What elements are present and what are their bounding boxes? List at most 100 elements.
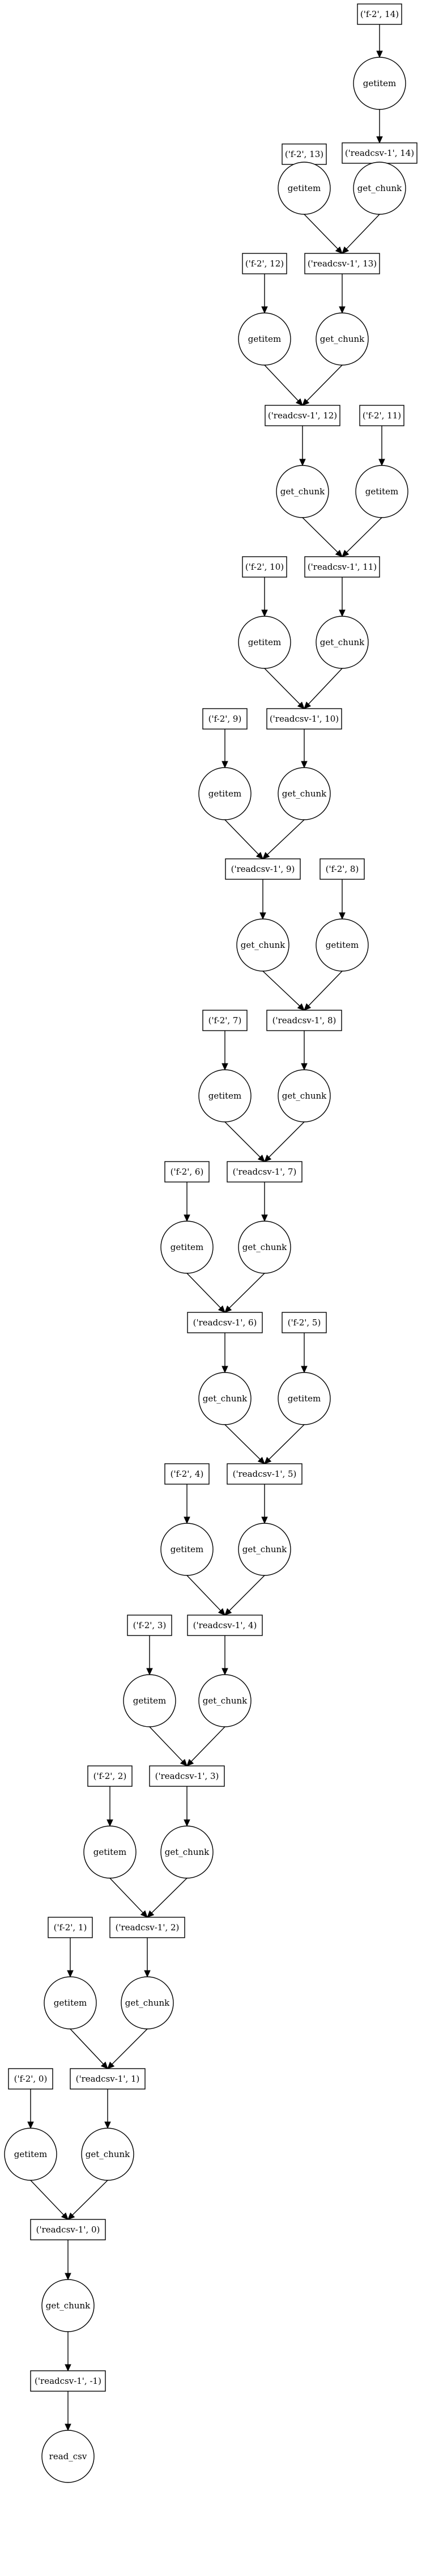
task-circle	[160, 1221, 214, 1274]
edge-c12-to-r12	[302, 365, 343, 406]
node-readcsv-key-r7: ('readcsv-1', 7)	[227, 1161, 303, 1183]
node-f2-key-f1: ('f-2', 1)	[48, 1917, 93, 1938]
edge-g4-to-r4	[186, 1575, 225, 1616]
edge-c4-to-r4	[224, 1575, 265, 1616]
node-f2-key-f12: ('f-2', 12)	[242, 253, 287, 274]
node-get-chunk-c3: get_chunk	[198, 1674, 252, 1727]
key-box	[149, 1765, 225, 1787]
task-circle	[276, 465, 329, 518]
node-getitem-g12: getitem	[238, 312, 291, 366]
arrowhead	[140, 1910, 148, 1918]
edge-f9-to-g9	[221, 729, 228, 769]
arrowhead	[146, 1668, 153, 1676]
node-label: get_chunk	[320, 334, 365, 344]
node-label: ('f-2', 8)	[326, 864, 359, 874]
arrowhead	[261, 306, 268, 314]
edge-r11-to-c10	[339, 577, 346, 617]
node-f2-key-f9: ('f-2', 9)	[202, 708, 248, 730]
node-label: ('f-2', 1)	[54, 1922, 87, 1933]
task-circle	[278, 1069, 331, 1122]
arrowhead	[297, 701, 305, 709]
task-circle	[353, 162, 406, 215]
edge-line	[70, 2028, 104, 2065]
arrowhead	[65, 2364, 71, 2372]
node-f2-key-f10: ('f-2', 10)	[242, 556, 287, 578]
node-label: ('f-2', 6)	[171, 1167, 204, 1177]
edge-g2-to-r2	[109, 1878, 148, 1918]
key-box	[70, 2068, 146, 2090]
node-label: get_chunk	[86, 2149, 130, 2159]
arrowhead	[261, 1516, 268, 1524]
node-label: ('readcsv-1', 12)	[268, 410, 337, 421]
node-getitem-g9: getitem	[198, 767, 252, 820]
edge-f12-to-g12	[261, 274, 268, 314]
node-readcsv-key-r0: ('readcsv-1', 0)	[30, 2219, 106, 2240]
node-label: getitem	[208, 1091, 241, 1101]
edge-f0-to-g0	[27, 2089, 34, 2129]
node-readcsv-key-rm1: ('readcsv-1', -1)	[30, 2370, 106, 2392]
task-circle	[236, 918, 289, 972]
arrowhead	[65, 2424, 71, 2431]
edge-line	[306, 365, 343, 401]
arrowhead	[262, 851, 270, 859]
arrowhead	[65, 2273, 71, 2281]
node-readcsv-key-r14: ('readcsv-1', 14)	[342, 142, 418, 164]
edge-c5-to-r5	[224, 1424, 265, 1464]
edge-line	[346, 214, 380, 249]
edge-line	[109, 1878, 143, 1913]
node-get-chunk-c12: get_chunk	[316, 312, 369, 366]
task-circle	[198, 1372, 252, 1425]
node-label: get_chunk	[165, 1847, 210, 1857]
node-get-chunk-c7: get_chunk	[278, 1069, 331, 1122]
edge-g8-to-r8	[304, 971, 343, 1011]
arrowhead	[301, 1366, 308, 1374]
edge-g1-to-r1	[70, 2028, 108, 2069]
key-box	[282, 143, 327, 165]
task-circle	[41, 2430, 95, 2483]
edge-r7-to-c6	[261, 1182, 268, 1222]
arrowhead	[257, 1154, 265, 1162]
node-f2-key-f11: ('f-2', 11)	[359, 405, 404, 426]
node-label: read_csv	[49, 2451, 87, 2461]
node-label: getitem	[365, 486, 398, 497]
edge-r13-to-c12	[339, 274, 346, 314]
node-readcsv-key-r13: ('readcsv-1', 13)	[304, 253, 380, 274]
arrowhead	[61, 2212, 69, 2220]
task-circle	[278, 162, 331, 215]
edge-cm1-to-rm1	[65, 2332, 71, 2372]
arrowhead	[304, 1003, 312, 1011]
node-label: ('readcsv-1', -1)	[35, 2376, 101, 2386]
node-label: ('f-2', 5)	[288, 1317, 321, 1328]
edge-f11-to-g11	[378, 426, 385, 467]
node-getitem-g3: getitem	[123, 1674, 176, 1727]
node-label: ('f-2', 10)	[245, 562, 284, 572]
edge-c3-to-r3	[186, 1726, 225, 1766]
node-label: get_chunk	[203, 1393, 248, 1404]
node-label: ('f-2', 3)	[133, 1620, 167, 1630]
node-label: get_chunk	[125, 1998, 170, 2008]
arrowhead	[67, 2212, 75, 2220]
edge-g14-to-r14	[376, 109, 383, 144]
edge-line	[224, 1424, 261, 1460]
node-label: getitem	[133, 1696, 166, 1706]
node-label: ('readcsv-1', 10)	[270, 714, 339, 724]
edge-line	[186, 1575, 221, 1611]
node-f2-key-f5: ('f-2', 5)	[282, 1312, 327, 1333]
arrowhead	[224, 1305, 232, 1313]
edge-line	[264, 365, 299, 401]
arrowhead	[261, 609, 268, 617]
node-label: get_chunk	[357, 183, 402, 193]
node-get-chunk-c10: get_chunk	[316, 616, 369, 669]
arrowhead	[186, 1759, 194, 1766]
arrowhead	[218, 1608, 225, 1616]
node-label: ('readcsv-1', 11)	[308, 562, 377, 572]
edge-g11-to-r11	[342, 517, 382, 557]
node-get-chunk-c13: get_chunk	[353, 162, 406, 215]
edge-line	[264, 668, 300, 705]
arrowhead	[221, 1366, 228, 1374]
node-readcsv-key-r4: ('readcsv-1', 4)	[187, 1615, 263, 1636]
edge-line	[262, 971, 300, 1006]
node-label: getitem	[171, 1544, 203, 1554]
edge-f7-to-g7	[221, 1031, 228, 1071]
node-getitem-g5: getitem	[278, 1372, 331, 1425]
